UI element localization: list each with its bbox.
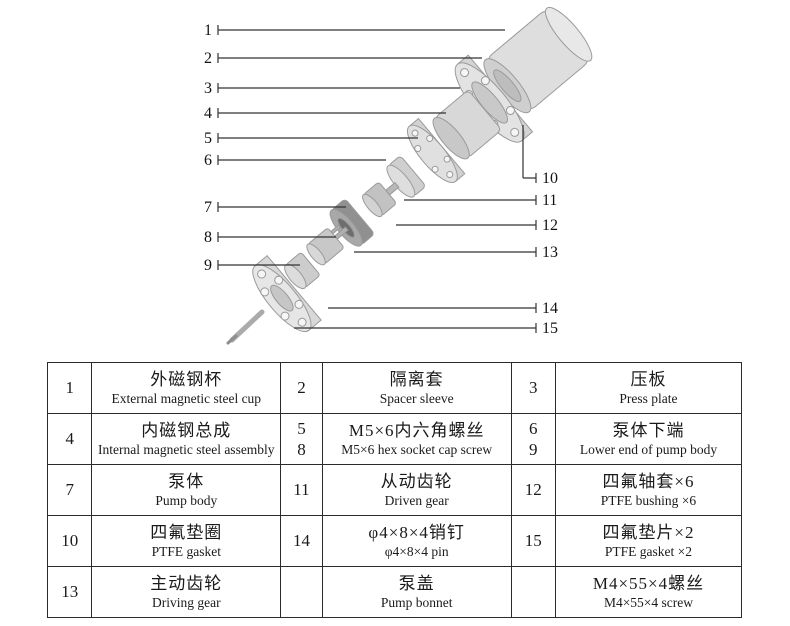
- part-number-cell: [280, 566, 323, 618]
- part-name-en: Lower end of pump body: [579, 441, 718, 457]
- part-name-zh: 主动齿轮: [150, 573, 223, 593]
- table-row: 7 泵体 Pump body 11 从动齿轮 Driven gear 12 四氟…: [46, 464, 743, 516]
- part-number-cell: 11: [280, 464, 323, 516]
- part-name-cell: 内磁钢总成 Internal magnetic steel assembly: [91, 413, 282, 465]
- part-name-en: External magnetic steel cup: [111, 390, 262, 406]
- part-number-cell: 6 9: [510, 413, 556, 465]
- part-name-zh: 泵盖: [398, 573, 435, 593]
- part-name-zh: 外磁钢杯: [150, 369, 223, 389]
- callout-number-10: 10: [542, 170, 558, 187]
- part-number-cell: 13: [46, 566, 93, 618]
- part-name-cell: 四氟轴套×6 PTFE bushing ×6: [554, 464, 743, 516]
- part-name-cell: 泵体 Pump body: [91, 464, 282, 516]
- part-name-cell: 泵盖 Pump bonnet: [321, 566, 512, 618]
- part-name-zh: 压板: [630, 369, 667, 389]
- part-name-en: Internal magnetic steel assembly: [98, 441, 275, 457]
- part-name-zh: M4×55×4螺丝: [592, 573, 705, 593]
- part-name-zh: φ4×8×4销钉: [368, 522, 465, 542]
- part-number-cell: 5 8: [280, 413, 323, 465]
- part-name-en: Driven gear: [384, 492, 449, 508]
- part-external-magnetic-cup: [483, 6, 593, 114]
- part-mid-flange: [407, 117, 466, 183]
- callout-number-2: 2: [204, 50, 212, 67]
- part-name-cell: 外磁钢杯 External magnetic steel cup: [91, 362, 282, 414]
- callout-number-15: 15: [542, 320, 558, 337]
- part-name-en: Pump body: [155, 492, 218, 508]
- part-name-zh: 隔离套: [389, 369, 444, 389]
- part-name-cell: 泵体下端 Lower end of pump body: [554, 413, 743, 465]
- part-number-cell: 1: [46, 362, 93, 414]
- part-name-en: PTFE gasket ×2: [604, 543, 693, 559]
- part-name-zh: 泵体: [168, 471, 205, 491]
- part-name-zh: 内磁钢总成: [141, 420, 232, 440]
- part-name-en: PTFE bushing ×6: [600, 492, 697, 508]
- part-number-cell: 10: [46, 515, 93, 567]
- part-name-zh: 四氟轴套×6: [602, 471, 695, 491]
- part-number-cell: 7: [46, 464, 93, 516]
- part-shaft-tip: [226, 309, 265, 345]
- callout-number-7: 7: [204, 199, 212, 216]
- part-number-cell: 12: [510, 464, 556, 516]
- part-name-en: Spacer sleeve: [379, 390, 454, 406]
- part-name-cell: 四氟垫片×2 PTFE gasket ×2: [554, 515, 743, 567]
- part-name-cell: 从动齿轮 Driven gear: [321, 464, 512, 516]
- part-name-cell: φ4×8×4销钉 φ4×8×4 pin: [321, 515, 512, 567]
- part-name-cell: M5×6内六角螺丝 M5×6 hex socket cap screw: [321, 413, 512, 465]
- part-name-zh: 四氟垫圈: [150, 522, 223, 542]
- table-row: 13 主动齿轮 Driving gear 泵盖 Pump bonnet M4×5…: [46, 566, 743, 618]
- part-pump-bonnet-flange: [252, 254, 322, 333]
- part-small-disc: [386, 156, 425, 198]
- part-name-zh: 四氟垫片×2: [602, 522, 695, 542]
- callout-number-1: 1: [204, 22, 212, 39]
- part-name-en: M5×6 hex socket cap screw: [341, 441, 493, 457]
- callout-lines-right: [294, 125, 537, 333]
- part-coupling: [362, 181, 400, 218]
- callout-number-3: 3: [204, 80, 212, 97]
- callout-number-13: 13: [542, 244, 558, 261]
- callout-number-6: 6: [204, 152, 212, 169]
- part-name-en: Pump bonnet: [380, 594, 453, 610]
- part-name-en: φ4×8×4 pin: [384, 543, 449, 559]
- callout-number-4: 4: [204, 105, 212, 122]
- callout-number-14: 14: [542, 300, 558, 317]
- part-hub: [284, 252, 320, 290]
- part-spacer-sleeve: [432, 91, 501, 160]
- callout-lines-left: [217, 25, 505, 270]
- callout-number-9: 9: [204, 257, 212, 274]
- part-upper-flange: [454, 54, 534, 143]
- part-name-cell: 四氟垫圈 PTFE gasket: [91, 515, 282, 567]
- table-row: 10 四氟垫圈 PTFE gasket 14 φ4×8×4销钉 φ4×8×4 p…: [46, 515, 743, 567]
- callout-number-12: 12: [542, 217, 558, 234]
- part-number-cell: [510, 566, 556, 618]
- part-number-cell: 3: [510, 362, 556, 414]
- parts-table: 1 外磁钢杯 External magnetic steel cup 2 隔离套…: [46, 362, 743, 618]
- part-name-cell: 主动齿轮 Driving gear: [91, 566, 282, 618]
- callout-number-5: 5: [204, 130, 212, 147]
- part-name-en: Press plate: [619, 390, 678, 406]
- callout-number-11: 11: [542, 192, 557, 209]
- part-number-cell: 15: [510, 515, 556, 567]
- part-name-cell: 压板 Press plate: [554, 362, 743, 414]
- table-row: 4 内磁钢总成 Internal magnetic steel assembly…: [46, 413, 743, 465]
- part-name-en: PTFE gasket: [151, 543, 221, 559]
- part-name-en: Driving gear: [151, 594, 221, 610]
- exploded-assembly-diagram: 1 2 3 4 5 6 7 8 9 10 11 12 13 14 15: [204, 6, 593, 345]
- part-name-cell: 隔离套 Spacer sleeve: [321, 362, 512, 414]
- table-row: 1 外磁钢杯 External magnetic steel cup 2 隔离套…: [46, 362, 743, 414]
- part-name-cell: M4×55×4螺丝 M4×55×4 screw: [554, 566, 743, 618]
- callout-number-8: 8: [204, 229, 212, 246]
- part-number-cell: 14: [280, 515, 323, 567]
- part-name-zh: M5×6内六角螺丝: [348, 420, 485, 440]
- part-name-zh: 泵体下端: [612, 420, 685, 440]
- part-number-cell: 4: [46, 413, 93, 465]
- part-name-zh: 从动齿轮: [380, 471, 453, 491]
- part-name-en: M4×55×4 screw: [603, 594, 694, 610]
- part-number-cell: 2: [280, 362, 323, 414]
